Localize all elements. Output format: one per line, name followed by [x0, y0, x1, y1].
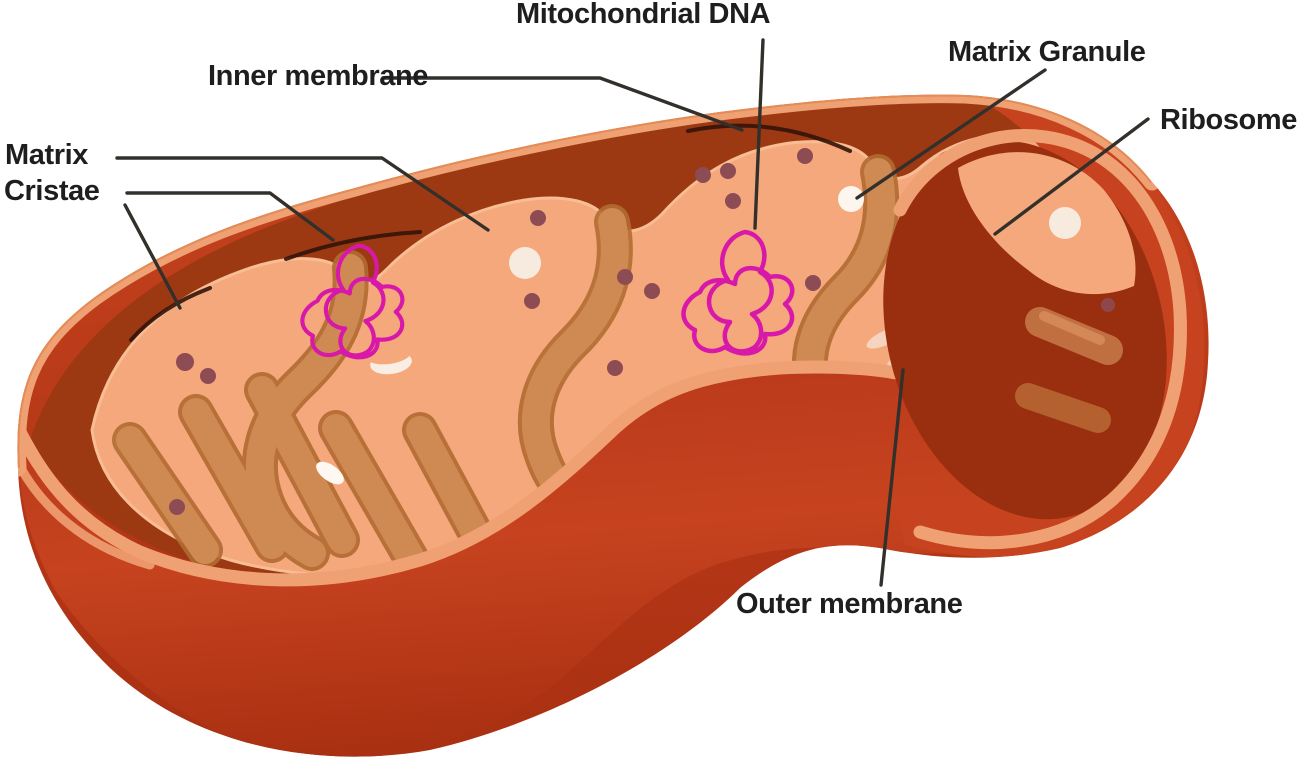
- leader-line-matrix: [115, 156, 490, 232]
- outer-membrane-end-cap: [883, 100, 1205, 558]
- label-ribosome: Ribosome: [1160, 104, 1297, 136]
- leader-line-mitochondrial-dna: [753, 38, 765, 230]
- label-inner-membrane: Inner membrane: [208, 60, 429, 92]
- label-mitochondrial-dna: Mitochondrial DNA: [516, 0, 771, 30]
- label-outer-membrane: Outer membrane: [736, 588, 963, 620]
- label-cristae: Cristae: [4, 175, 100, 207]
- label-matrix-granule: Matrix Granule: [948, 36, 1146, 68]
- leader-line-outer-membrane: [879, 368, 905, 587]
- leader-line-cristae-a: [125, 191, 335, 242]
- leader-line-ribosome: [993, 117, 1150, 236]
- label-matrix: Matrix: [5, 139, 89, 171]
- outer-membrane-cut-rim: [17, 94, 1161, 477]
- leader-line-matrix-granule: [855, 68, 1047, 200]
- leader-line-inner-membrane: [381, 76, 744, 132]
- leader-lines: [115, 38, 1150, 587]
- leader-line-cristae-b: [123, 203, 182, 310]
- inner-wall-rim: [17, 435, 155, 570]
- cristae-membrane-lines: [129, 123, 852, 342]
